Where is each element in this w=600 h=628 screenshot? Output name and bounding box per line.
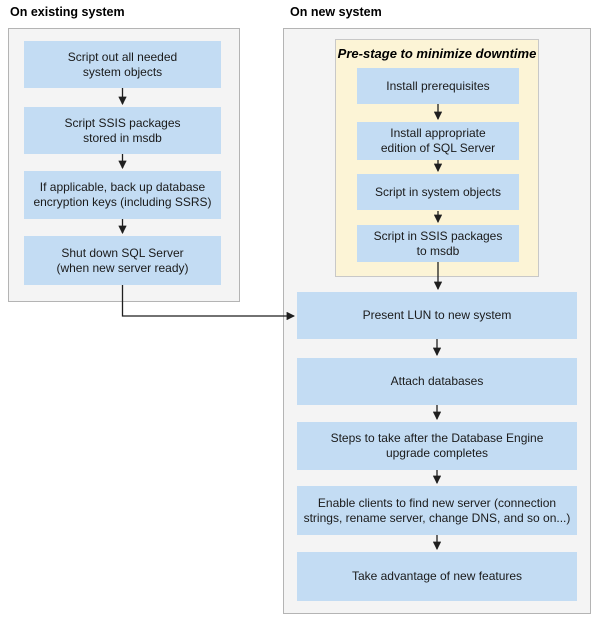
step-attach-databases: Attach databases — [297, 358, 577, 405]
step-script-in-ssis-packages: Script in SSIS packages to msdb — [357, 225, 519, 262]
step-script-in-system-objects: Script in system objects — [357, 174, 519, 210]
step-install-sql-server-edition: Install appropriate edition of SQL Serve… — [357, 122, 519, 160]
step-post-upgrade-steps: Steps to take after the Database Engine … — [297, 422, 577, 470]
step-enable-clients: Enable clients to find new server (conne… — [297, 486, 577, 535]
step-install-prerequisites: Install prerequisites — [357, 68, 519, 104]
step-script-ssis-packages: Script SSIS packages stored in msdb — [24, 107, 221, 154]
step-present-lun: Present LUN to new system — [297, 292, 577, 339]
prestage-title: Pre-stage to minimize downtime — [337, 46, 537, 61]
step-shut-down-sql-server: Shut down SQL Server (when new server re… — [24, 236, 221, 285]
existing-system-heading: On existing system — [10, 5, 125, 19]
new-system-heading: On new system — [290, 5, 382, 19]
step-backup-encryption-keys: If applicable, back up database encrypti… — [24, 171, 221, 219]
step-new-features: Take advantage of new features — [297, 552, 577, 601]
step-script-out-objects: Script out all needed system objects — [24, 41, 221, 88]
